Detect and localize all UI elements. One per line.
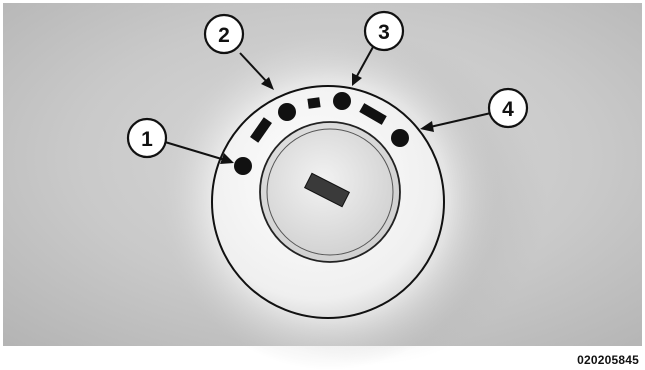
figure-code: 020205845 [577,353,639,367]
callout-1: 1 [126,117,168,159]
position-dot-3 [333,92,351,110]
callout-arrow-4 [420,112,492,132]
callout-3: 3 [363,10,405,52]
callout-3-label: 3 [378,21,390,44]
position-dot-2 [278,103,296,121]
callout-1-label: 1 [141,128,153,151]
callout-2-label: 2 [218,24,230,47]
callout-4-label: 4 [502,98,514,121]
position-dot-4 [391,129,409,147]
callout-arrow-1 [164,141,234,164]
position-dot-1 [234,157,252,175]
position-dash-c [359,103,387,125]
callout-4: 4 [487,87,529,129]
lock-cylinder-inner-ring [266,128,394,256]
callout-arrow-3 [352,46,374,86]
position-dash-b [307,97,321,109]
callout-arrow-2 [239,52,274,90]
callout-2: 2 [203,13,245,55]
position-dash-a [250,117,272,143]
key-slot [303,172,351,208]
